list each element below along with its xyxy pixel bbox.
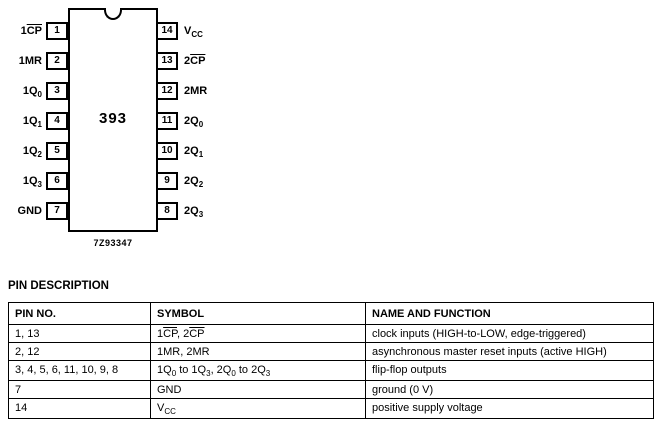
cell-pin-no: 2, 12 [8,342,151,361]
pin-row: 1Q3 6 9 2Q2 [0,172,661,190]
pin-label-left: 1Q3 [22,175,42,189]
ic-notch [104,8,122,20]
pin-label-left: 1CP [20,25,42,37]
header-pin-no: PIN NO. [8,302,151,325]
pin-label-left: 1Q2 [22,145,42,159]
cell-pin-no: 7 [8,380,151,399]
ic-part-number: 393 [98,110,128,127]
pin-row: 1Q1 4 11 2Q0 [0,112,661,130]
pin-number-left: 2 [46,52,68,70]
pin-row: 1MR 2 13 2CP [0,52,661,70]
cell-symbol: GND [150,380,366,399]
pin-row: 1Q0 3 12 2MR [0,82,661,100]
pin-label-right: 2Q1 [184,145,204,159]
pinout-diagram: 393 1CP 1 14 VCC 1MR 2 13 2CP 1Q0 3 12 2… [0,8,661,248]
pin-label-left: 1Q1 [22,115,42,129]
ic-package: 393 [68,8,158,232]
pin-label-left: 1Q0 [22,85,42,99]
cell-pin-no: 3, 4, 5, 6, 11, 10, 9, 8 [8,360,151,381]
figure-code: 7Z93347 [93,238,133,248]
cell-pin-no: 14 [8,398,151,419]
cell-pin-no: 1, 13 [8,324,151,343]
cell-function: flip-flop outputs [365,360,654,381]
pin-number-right: 12 [156,82,178,100]
table-row: 1, 13 1CP, 2CP clock inputs (HIGH-to-LOW… [8,324,654,343]
pin-number-left: 6 [46,172,68,190]
table-row: 14 VCC positive supply voltage [8,398,654,419]
cell-symbol: VCC [150,398,366,419]
pin-row: GND 7 8 2Q3 [0,202,661,220]
table-row: 7 GND ground (0 V) [8,380,654,399]
pin-row: 1Q2 5 10 2Q1 [0,142,661,160]
pin-label-right: VCC [184,25,203,39]
cell-function: clock inputs (HIGH-to-LOW, edge-triggere… [365,324,654,343]
pin-number-right: 11 [156,112,178,130]
pin-description-title: PIN DESCRIPTION [8,280,109,292]
header-symbol: SYMBOL [150,302,366,325]
pin-number-left: 5 [46,142,68,160]
table-header-row: PIN NO. SYMBOL NAME AND FUNCTION [8,302,654,325]
pin-number-right: 13 [156,52,178,70]
pin-label-right: 2Q3 [184,205,204,219]
cell-function: asynchronous master reset inputs (active… [365,342,654,361]
cell-symbol: 1CP, 2CP [150,324,366,343]
pin-number-right: 10 [156,142,178,160]
pin-number-right: 14 [156,22,178,40]
pin-row: 1CP 1 14 VCC [0,22,661,40]
pin-label-right: 2Q2 [184,175,204,189]
cell-symbol: 1Q0 to 1Q3, 2Q0 to 2Q3 [150,360,366,381]
pin-label-left: GND [17,205,42,217]
header-name-function: NAME AND FUNCTION [365,302,654,325]
cell-symbol: 1MR, 2MR [150,342,366,361]
pin-number-right: 8 [156,202,178,220]
pin-description-table: PIN NO. SYMBOL NAME AND FUNCTION 1, 13 1… [8,302,654,419]
pin-number-right: 9 [156,172,178,190]
table-row: 3, 4, 5, 6, 11, 10, 9, 8 1Q0 to 1Q3, 2Q0… [8,360,654,381]
pin-label-left: 1MR [18,55,42,67]
pin-label-right: 2MR [184,85,208,97]
pin-number-left: 7 [46,202,68,220]
pin-number-left: 4 [46,112,68,130]
pin-label-right: 2Q0 [184,115,204,129]
cell-function: ground (0 V) [365,380,654,399]
pin-number-left: 1 [46,22,68,40]
pin-label-right: 2CP [184,55,206,67]
table-row: 2, 12 1MR, 2MR asynchronous master reset… [8,342,654,361]
pin-number-left: 3 [46,82,68,100]
cell-function: positive supply voltage [365,398,654,419]
